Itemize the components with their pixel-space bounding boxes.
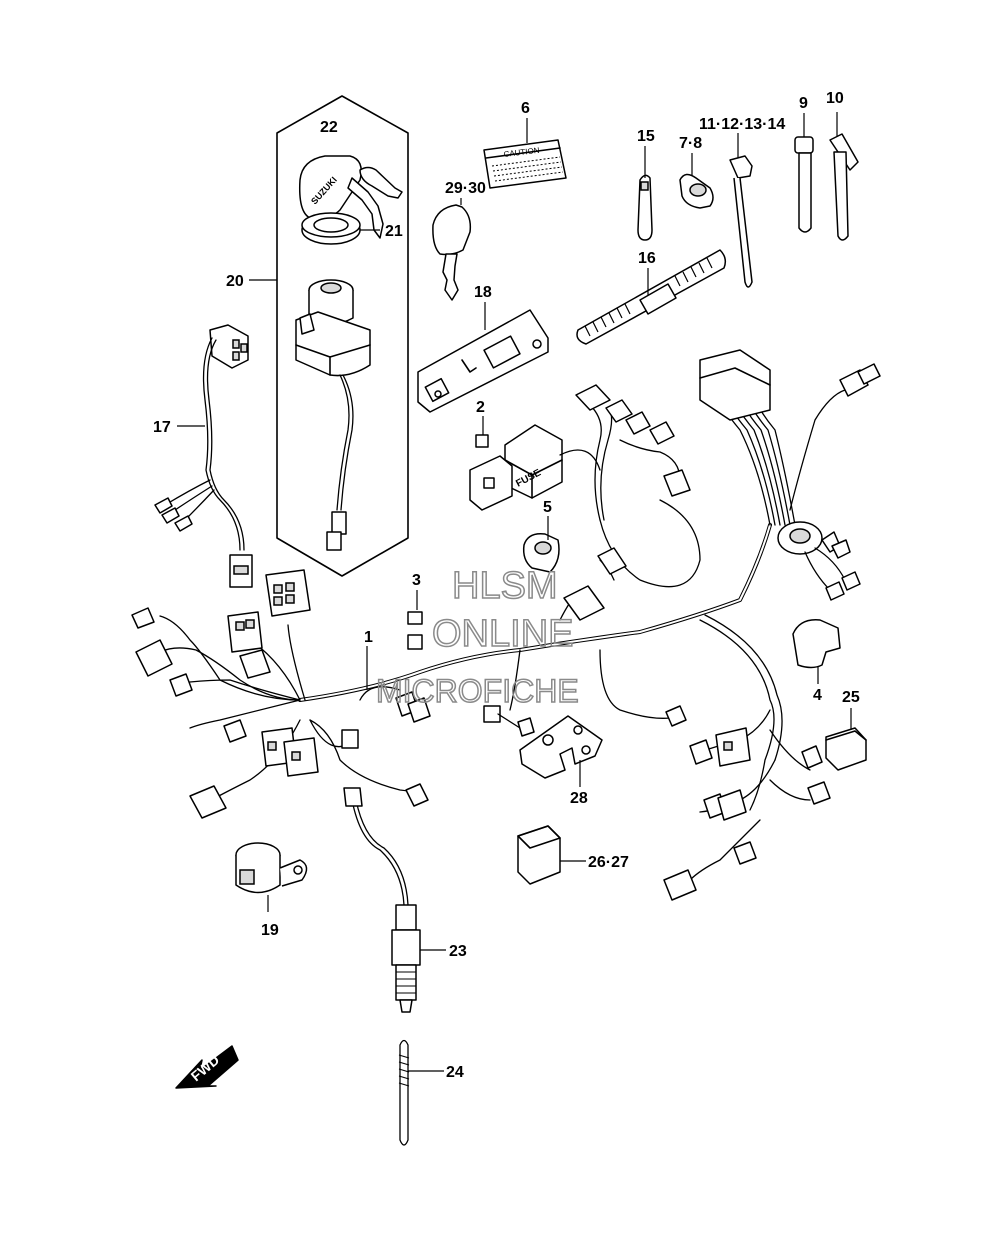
callout-25: 25 — [842, 689, 860, 706]
ring-nut-part — [301, 212, 380, 245]
sub-harness-17 — [154, 324, 253, 588]
sensor-19 — [235, 842, 308, 912]
callout-16: 16 — [638, 250, 656, 267]
callouts: 22 6 15 7·8 11·12·13·14 9 10 29·30 21 20… — [153, 90, 860, 1081]
relay-26-27 — [517, 825, 586, 885]
watermark: HLSM ONLINE MICROFICHE — [375, 564, 579, 710]
callout-10: 10 — [826, 90, 844, 107]
callout-28: 28 — [570, 790, 588, 807]
tie-strap-15 — [637, 146, 653, 241]
callout-19: 19 — [261, 922, 279, 939]
part-3-clips — [407, 590, 423, 650]
watermark-line-2: ONLINE — [432, 613, 573, 655]
callout-23: 23 — [449, 943, 467, 960]
forward-direction-arrow: FWD — [175, 1045, 239, 1089]
cable-tie-9 — [794, 113, 814, 233]
cable-tie-11-14 — [729, 133, 753, 288]
watermark-line-1: HLSM — [452, 565, 558, 607]
cover-4 — [792, 619, 841, 684]
callout-11-14: 11·12·13·14 — [699, 116, 785, 133]
callout-2: 2 — [476, 399, 485, 416]
relay-25 — [825, 708, 867, 771]
callout-9: 9 — [799, 95, 808, 112]
watermark-line-3: MICROFICHE — [376, 673, 579, 709]
spark-plug-23 — [391, 904, 446, 1013]
callout-5: 5 — [543, 499, 552, 516]
protector-tube-16 — [576, 249, 727, 345]
plate-28 — [519, 715, 603, 787]
callout-21: 21 — [385, 223, 403, 240]
callout-4: 4 — [813, 687, 822, 704]
caution-label-part: CAUTION — [483, 118, 567, 189]
cover-5 — [522, 516, 560, 573]
fuse-box-group: FUSE — [469, 416, 601, 511]
ignition-switch-group — [249, 95, 409, 577]
callout-7-8: 7·8 — [679, 135, 702, 152]
main-harness-1 — [131, 349, 881, 906]
lead-wire-24 — [398, 1039, 444, 1146]
clamp-7-8 — [679, 153, 714, 209]
ignition-key-part: SUZUKI — [298, 155, 403, 239]
caution-text: CAUTION — [503, 146, 540, 159]
blank-key-part — [432, 198, 472, 301]
callout-26-27: 26·27 — [588, 854, 629, 871]
callout-17: 17 — [153, 419, 171, 436]
callout-29-30: 29·30 — [445, 180, 486, 197]
callout-22: 22 — [320, 119, 338, 136]
callout-24: 24 — [446, 1064, 464, 1081]
callout-3: 3 — [412, 572, 421, 589]
callout-15: 15 — [637, 128, 655, 145]
callout-1: 1 — [364, 629, 373, 646]
callout-6: 6 — [521, 100, 530, 117]
cable-tie-10 — [829, 112, 859, 241]
bracket-18 — [417, 302, 549, 413]
callout-20: 20 — [226, 273, 244, 290]
callout-18: 18 — [474, 284, 492, 301]
ignition-switch-body — [295, 279, 371, 551]
